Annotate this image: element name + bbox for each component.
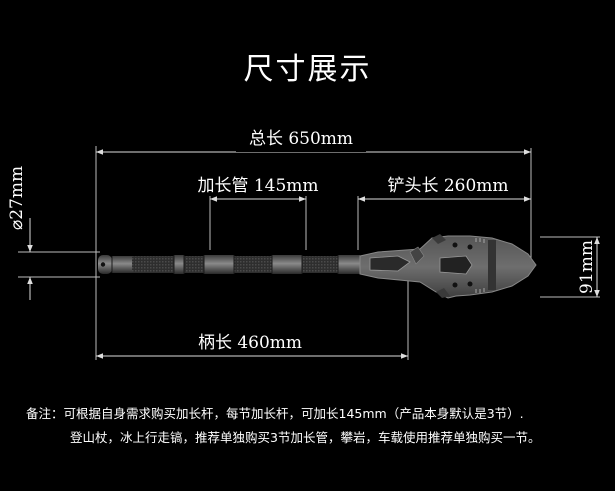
shovel-head-label: 铲头长 260mm: [387, 176, 508, 196]
page-title: 尺寸展示: [243, 52, 372, 87]
note-line-1: 备注：可根据自身需求购买加长杆，每节加长杆，可加长145mm（产品本身默认是3节…: [26, 406, 524, 421]
handle-length-label: 柄长 460mm: [198, 333, 302, 353]
head-width-label: 91mm: [577, 240, 597, 294]
handle-segment-3: [272, 255, 302, 274]
extension-tube-label: 加长管 145mm: [197, 176, 318, 196]
note-line-2: 登山杖，冰上行走镐，推荐单独购买3节加长管，攀岩，车载使用推荐单独购买一节。: [70, 430, 541, 445]
total-length-label: 总长 650mm: [249, 129, 353, 149]
diameter-label: ⌀27mm: [7, 166, 27, 230]
handle-segment-1: [112, 256, 132, 273]
dimension-labels: 总长 650mm 加长管 145mm 铲头长 260mm 柄长 460mm ⌀2…: [7, 126, 597, 353]
handle-segment-2: [204, 255, 234, 274]
shovel-illustration: [98, 234, 537, 299]
